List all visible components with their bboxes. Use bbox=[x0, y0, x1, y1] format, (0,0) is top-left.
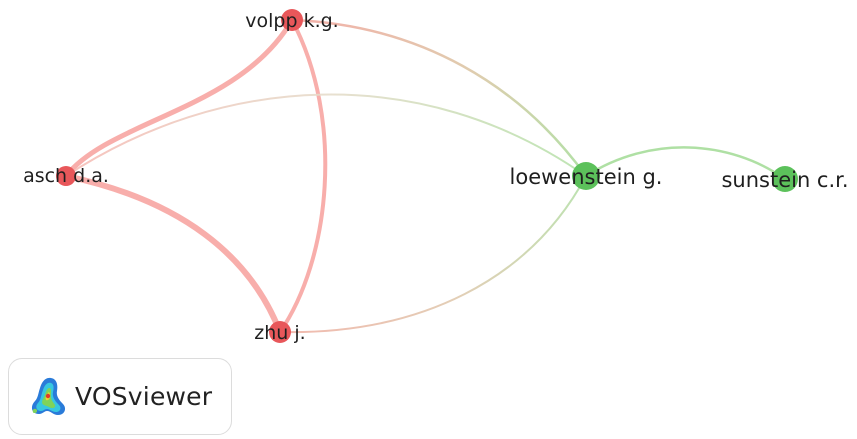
node-label-sunstein[interactable]: sunstein c.r. bbox=[721, 168, 848, 192]
link-zhu-loewenstein bbox=[279, 175, 587, 334]
link-asch-zhu bbox=[63, 173, 283, 335]
link-volpp-asch bbox=[63, 17, 295, 179]
network-nodes bbox=[56, 9, 798, 343]
link-volpp-loewenstein bbox=[290, 18, 588, 178]
link-asch-loewenstein bbox=[65, 93, 587, 177]
node-label-asch[interactable]: asch d.a. bbox=[23, 165, 109, 187]
vosviewer-logo-badge: VOSviewer bbox=[8, 358, 232, 435]
network-links bbox=[63, 17, 787, 335]
node-label-zhu[interactable]: zhu j. bbox=[254, 322, 305, 344]
network-labels: volpp k.g. asch d.a. zhu j. loewenstein g. s… bbox=[23, 10, 848, 344]
node-volpp[interactable] bbox=[281, 9, 303, 31]
node-asch[interactable] bbox=[56, 166, 76, 186]
link-volpp-zhu bbox=[278, 18, 328, 334]
vosviewer-logo-text: VOSviewer bbox=[75, 382, 213, 411]
node-label-volpp[interactable]: volpp k.g. bbox=[245, 10, 338, 32]
vosviewer-logo-icon bbox=[31, 377, 66, 415]
link-loewenstein-sunstein bbox=[584, 146, 787, 181]
node-sunstein[interactable] bbox=[772, 166, 798, 192]
node-zhu[interactable] bbox=[269, 321, 291, 343]
node-loewenstein[interactable] bbox=[572, 162, 600, 190]
node-label-loewenstein[interactable]: loewenstein g. bbox=[510, 165, 663, 189]
